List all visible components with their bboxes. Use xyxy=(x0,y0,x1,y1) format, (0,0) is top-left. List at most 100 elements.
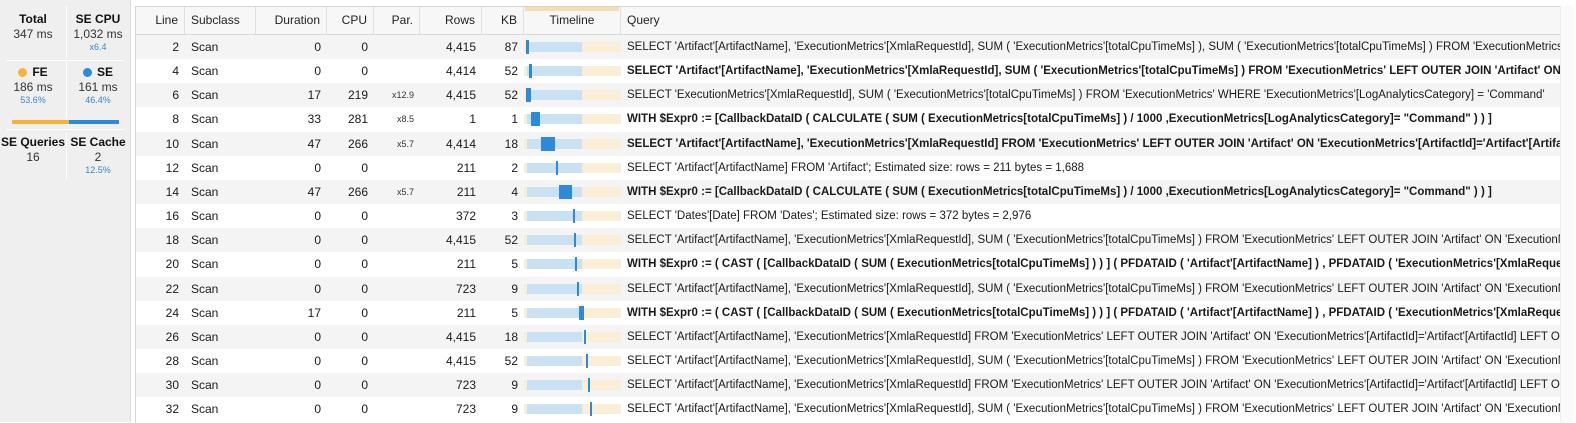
cell-cpu: 0 xyxy=(361,40,368,54)
column-header-line[interactable]: Line xyxy=(136,7,185,34)
timeline-marker xyxy=(530,112,541,127)
timeline-marker xyxy=(541,136,556,151)
cell-rows: 4,414 xyxy=(445,136,476,151)
timeline-cell xyxy=(524,156,621,180)
cell-subclass: Scan xyxy=(191,402,219,417)
se-cpu-value: 1,032 ms xyxy=(73,27,123,41)
column-header-cpu[interactable]: CPU xyxy=(327,7,374,34)
cell-kb: 3 xyxy=(511,209,518,224)
server-timings-grid[interactable]: Line Subclass Duration CPU Par. Rows KB … xyxy=(135,6,1574,423)
cell-kb: 9 xyxy=(511,281,518,296)
timeline-marker xyxy=(525,88,531,103)
cell-rows: 1 xyxy=(469,112,476,127)
cell-kb: 52 xyxy=(504,353,518,368)
timeline-cell xyxy=(524,349,621,373)
timeline-marker xyxy=(589,402,592,417)
total-value: 347 ms xyxy=(13,27,53,41)
fe-value: 186 ms xyxy=(13,80,53,94)
cell-par xyxy=(374,349,420,373)
cell-query: SELECT 'Artifact'[ArtifactName], 'Execut… xyxy=(627,137,1561,150)
total-metric: Total 347 ms xyxy=(0,12,66,41)
timeline-cell xyxy=(524,373,621,397)
cell-query: SELECT 'Artifact'[ArtifactName], 'Execut… xyxy=(627,234,1561,247)
cell-rows: 4,415 xyxy=(445,329,476,344)
cell-kb: 9 xyxy=(511,378,518,393)
timeline-se-track xyxy=(527,114,582,125)
column-header-timeline[interactable]: Timeline xyxy=(524,7,621,34)
cell-duration: 47 xyxy=(307,184,321,199)
cell-query: SELECT 'Artifact'[ArtifactName], 'Execut… xyxy=(627,330,1561,343)
fe-metric: FE 186 ms 53.6% xyxy=(0,65,66,105)
timeline-marker xyxy=(575,257,578,272)
cell-kb: 4 xyxy=(511,184,518,199)
cell-line: 8 xyxy=(172,112,179,127)
cell-par xyxy=(374,373,420,397)
column-header-rows[interactable]: Rows xyxy=(420,7,482,34)
cell-rows: 4,415 xyxy=(445,40,476,54)
cell-duration: 0 xyxy=(314,64,321,79)
cell-line: 4 xyxy=(172,64,179,79)
cell-duration: 0 xyxy=(314,257,321,272)
cell-subclass: Scan xyxy=(191,88,219,103)
timeline-marker xyxy=(579,305,585,320)
cell-cpu: 266 xyxy=(347,136,368,151)
cell-kb: 52 xyxy=(504,233,518,248)
column-header-duration[interactable]: Duration xyxy=(256,7,327,34)
timeline-cell xyxy=(524,301,621,325)
cell-kb: 18 xyxy=(504,136,518,151)
cell-duration: 0 xyxy=(314,353,321,368)
grid-header: Line Subclass Duration CPU Par. Rows KB … xyxy=(136,7,1574,35)
column-header-par[interactable]: Par. xyxy=(374,7,420,34)
cell-subclass: Scan xyxy=(191,305,219,320)
column-header-subclass[interactable]: Subclass xyxy=(185,7,256,34)
cell-subclass: Scan xyxy=(191,378,219,393)
cell-query: WITH $Expr0 := [CallbackDataID ( CALCULA… xyxy=(627,113,1492,126)
cell-query: SELECT 'Artifact'[ArtifactName], 'Execut… xyxy=(627,41,1561,53)
cell-par: x5.7 xyxy=(396,186,414,197)
cell-line: 32 xyxy=(165,402,179,417)
cell-kb: 52 xyxy=(504,88,518,103)
timeline-marker xyxy=(574,233,577,248)
cell-par xyxy=(374,397,420,421)
cell-rows: 211 xyxy=(456,305,476,320)
cell-kb: 5 xyxy=(511,257,518,272)
column-header-kb[interactable]: KB xyxy=(482,7,524,34)
se-ratio-fill xyxy=(69,120,119,124)
cell-cpu: 219 xyxy=(347,88,368,103)
fe-dot-icon xyxy=(18,68,28,77)
timeline-marker xyxy=(584,329,587,344)
cell-subclass: Scan xyxy=(191,353,219,368)
cell-subclass: Scan xyxy=(191,64,219,79)
timeline-se-track xyxy=(527,283,582,294)
timeline-se-track xyxy=(527,186,582,197)
vertical-scrollbar[interactable] xyxy=(1560,6,1574,422)
cell-query: WITH $Expr0 := ( CAST ( [CallbackDataID … xyxy=(627,306,1561,319)
cell-subclass: Scan xyxy=(191,329,219,344)
se-cache-label: SE Cache xyxy=(70,135,126,149)
cell-cpu: 0 xyxy=(361,305,368,320)
fe-percent: 53.6% xyxy=(20,95,46,105)
cell-query: SELECT 'ExecutionMetrics'[XmlaRequestId]… xyxy=(627,89,1545,102)
cell-rows: 4,415 xyxy=(445,88,476,103)
column-header-query[interactable]: Query xyxy=(627,13,660,27)
timeline-cell xyxy=(524,35,621,59)
cell-rows: 723 xyxy=(455,402,476,417)
timeline-se-track xyxy=(527,259,582,270)
cell-subclass: Scan xyxy=(191,209,219,224)
